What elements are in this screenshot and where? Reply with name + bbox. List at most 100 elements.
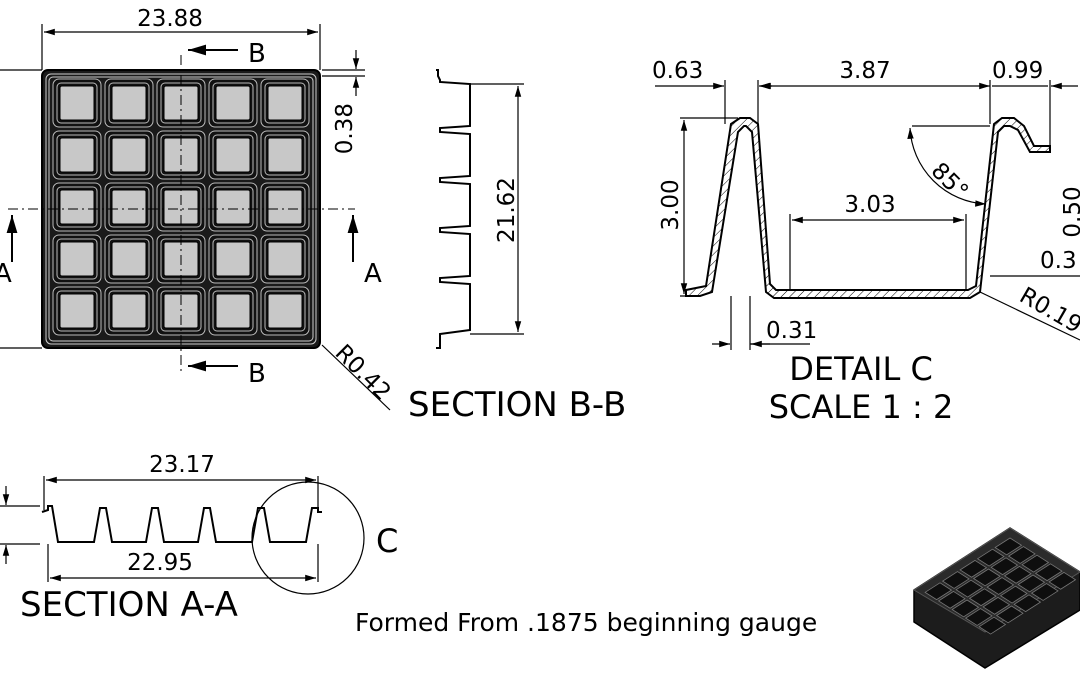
section-aa-top-dim: 23.17	[149, 452, 215, 478]
isometric-cell	[978, 616, 1007, 635]
section-b-top-label: B	[248, 39, 266, 69]
tray-cell-floor	[215, 189, 251, 225]
isometric-cell	[1021, 554, 1050, 573]
isometric-cell	[941, 571, 970, 589]
isometric-cell	[990, 557, 1019, 576]
section-aa: 23.17 22.95 C SECTION A-A	[0, 452, 398, 625]
tray-cell-wall	[212, 238, 254, 280]
tray-cell-floor	[215, 241, 251, 277]
material-note: Formed From .1875 beginning gauge	[355, 608, 817, 637]
tray-cell-floor	[215, 85, 251, 121]
tray-cell-floor	[59, 293, 95, 329]
section-bb-height-dim: 21.62	[494, 177, 520, 243]
tray-cell-floor	[267, 241, 303, 277]
tray-cell-floor	[267, 293, 303, 329]
tray-cell-floor	[111, 189, 147, 225]
isometric-cell	[937, 590, 966, 609]
detail-c: 0.63 3.87 0.99 3.00 3.03 0.31 85° 0.50	[652, 58, 1080, 426]
isometric-cell	[1048, 571, 1077, 590]
tray-cell-floor	[267, 137, 303, 173]
section-bb: 21.62 SECTION B-B	[408, 69, 626, 425]
tray-cell-floor	[59, 137, 95, 173]
tray-cell-wall	[56, 134, 98, 176]
tray-cell-wall	[108, 186, 150, 228]
isometric-cell	[968, 588, 997, 607]
detail-bottom-dim: 3.03	[844, 192, 895, 218]
isometric-cell	[1017, 574, 1046, 593]
top-width-dim: 23.88	[137, 6, 203, 32]
detail-right-height-dim: 0.50	[1060, 186, 1080, 237]
tray-cell-floor	[215, 137, 251, 173]
tray-cell-wall	[108, 134, 150, 176]
isometric-view	[913, 527, 1080, 669]
tray-cell-wall	[212, 186, 254, 228]
section-a-left-label: A	[0, 259, 12, 289]
detail-c-title: DETAIL C	[789, 350, 933, 388]
detail-wall-dim: 0.63	[652, 58, 703, 84]
section-aa-bottom-dim: 22.95	[127, 550, 193, 576]
section-a-right-label: A	[364, 259, 382, 289]
detail-radius-dim: R0.19	[1015, 283, 1080, 339]
isometric-cell	[964, 608, 993, 626]
detail-c-profile	[685, 117, 1051, 299]
radius-leader	[321, 344, 391, 411]
tray-cell-wall	[264, 186, 306, 228]
section-b-bottom-label: B	[248, 359, 266, 389]
isometric-cell	[982, 596, 1011, 615]
section-bb-profile	[436, 69, 471, 349]
top-view: 23.88 B B A A 0.38 R0.42	[0, 6, 396, 411]
detail-c-callout: C	[376, 522, 398, 560]
tray-cell-floor	[111, 293, 147, 329]
detail-right-small-dim: 0.3	[1040, 248, 1077, 274]
isometric-cell	[1030, 583, 1059, 601]
tray-cell-floor	[111, 241, 147, 277]
rim-dim: 0.38	[332, 103, 358, 154]
detail-base-dim: 0.31	[766, 318, 817, 344]
corner-radius-dim: R0.42	[330, 340, 396, 406]
tray-cell-wall	[108, 238, 150, 280]
detail-c-scale: SCALE 1 : 2	[769, 388, 954, 426]
tray-cell-wall	[212, 134, 254, 176]
tray-cell-floor	[267, 85, 303, 121]
section-aa-title: SECTION A-A	[20, 585, 238, 625]
isometric-cell	[1003, 565, 1032, 584]
isometric-cell	[959, 559, 988, 578]
isometric-cell	[995, 605, 1024, 624]
tray-cell-wall	[264, 238, 306, 280]
tray-cell-wall	[108, 82, 150, 124]
tray-cell-floor	[215, 293, 251, 329]
tray-cell-wall	[56, 82, 98, 124]
isometric-cell	[951, 599, 980, 618]
tray-cell-wall	[108, 290, 150, 332]
isometric-cell	[1013, 594, 1042, 613]
tray-cell-wall	[212, 82, 254, 124]
detail-c-circle	[251, 481, 365, 595]
tray-cell-wall	[56, 290, 98, 332]
tray-cell-wall	[264, 134, 306, 176]
isometric-cell	[972, 568, 1001, 587]
detail-depth-dim: 3.00	[658, 179, 684, 230]
detail-flange-dim: 0.99	[992, 58, 1043, 84]
section-aa-profile	[41, 505, 322, 543]
tray-cell-floor	[59, 85, 95, 121]
tray-cell-floor	[59, 241, 95, 277]
isometric-cell	[955, 579, 984, 598]
section-bb-title: SECTION B-B	[408, 385, 626, 425]
tray-cell-wall	[264, 290, 306, 332]
tray-cell-wall	[212, 290, 254, 332]
isometric-cell	[999, 585, 1028, 604]
tray-cell-floor	[267, 189, 303, 225]
isometric-cell	[986, 577, 1015, 595]
tray-cell-wall	[56, 238, 98, 280]
tray-cell-floor	[111, 137, 147, 173]
isometric-cell	[1007, 546, 1036, 564]
isometric-cell	[1034, 563, 1063, 582]
isometric-cell	[994, 537, 1023, 556]
isometric-cell	[976, 548, 1005, 567]
tray-cell-floor	[111, 85, 147, 121]
tray-cell-wall	[56, 186, 98, 228]
tray-cell-wall	[160, 186, 202, 228]
tray-cell-floor	[59, 189, 95, 225]
detail-angle-dim: 85°	[926, 158, 973, 205]
